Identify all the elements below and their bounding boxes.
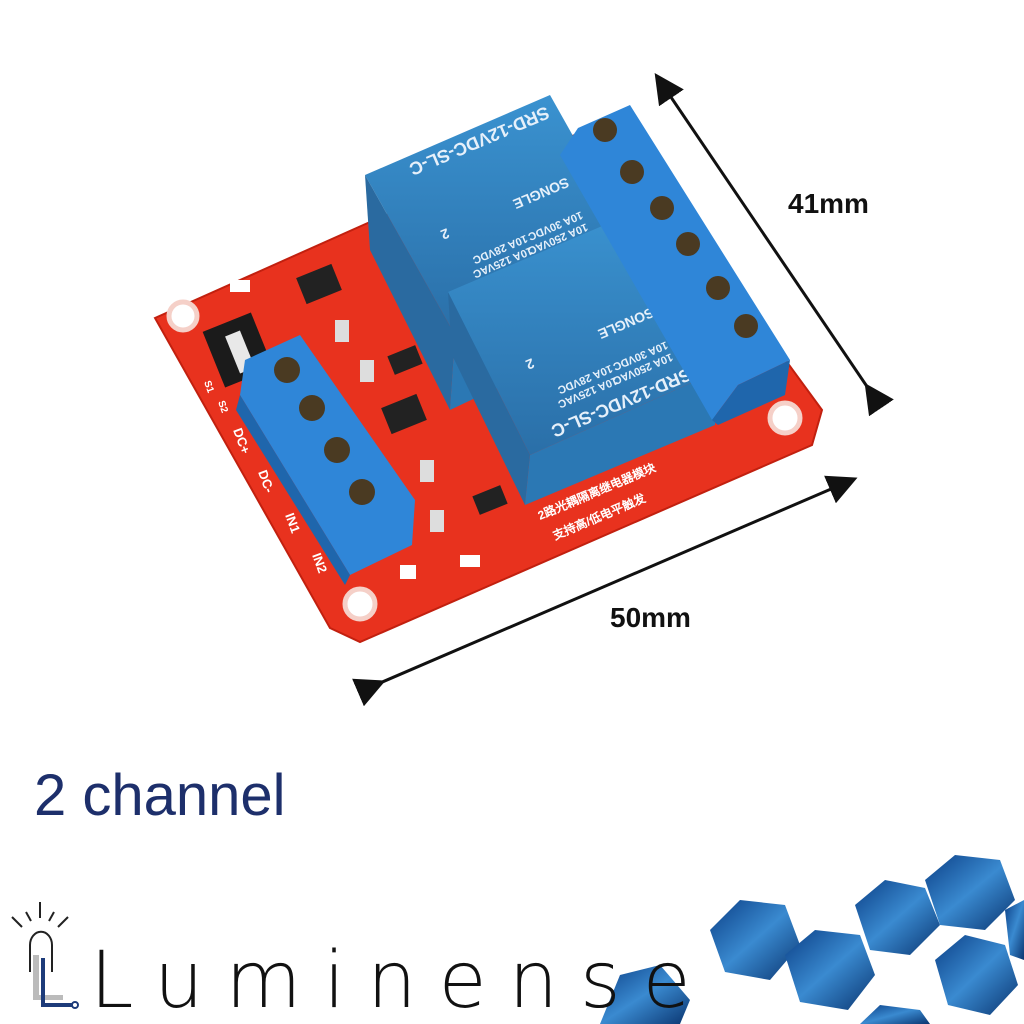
decorative-hexagons	[600, 855, 1024, 1024]
terminal-label-in2: IN2	[309, 551, 330, 575]
terminal-label-in1: IN1	[282, 511, 303, 535]
channel-caption: 2 channel	[34, 763, 286, 828]
lightbulb-logo-icon	[11, 902, 79, 1009]
jumper-label-s2: S2	[215, 399, 230, 415]
mount-hole	[166, 299, 200, 333]
width-dimension-label: 50mm	[610, 602, 691, 633]
width-dimension-arrow	[352, 475, 858, 707]
jumper-label-s1: S1	[201, 379, 216, 395]
height-dimension-arrow	[654, 73, 894, 417]
terminal-label-dc-minus: DC-	[255, 468, 277, 495]
mount-hole	[342, 586, 378, 622]
height-dimension-label: 41mm	[788, 188, 869, 219]
mount-hole	[767, 400, 803, 436]
brand-logo-text: Luminense	[90, 936, 713, 1024]
